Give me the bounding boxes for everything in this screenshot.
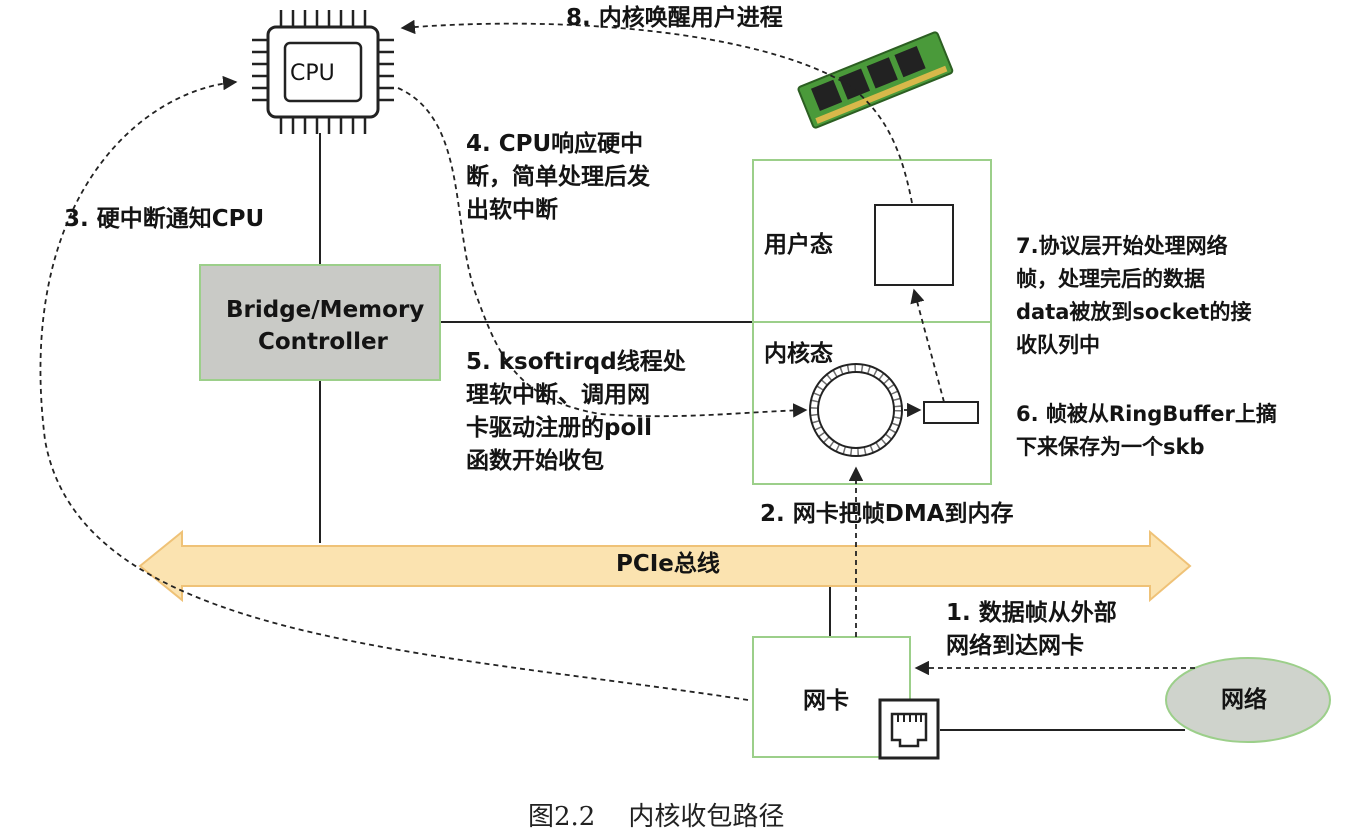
nic-label: 网卡 xyxy=(803,688,849,714)
step3-arrow xyxy=(39,75,749,701)
step2-line1: 2. 网卡把帧DMA到内存 xyxy=(760,501,1014,527)
step5-line1: 5. ksoftirqd线程处 xyxy=(466,349,686,375)
cpu-label: CPU xyxy=(290,61,335,86)
step7-arrow xyxy=(910,288,945,403)
cpu-chip-icon xyxy=(252,10,394,134)
bridge-label-line1: Bridge/Memory xyxy=(226,297,425,323)
step7-line1: 7.协议层开始处理网络 xyxy=(1016,234,1228,258)
network-ellipse xyxy=(1165,657,1331,743)
step6-line1: 6. 帧被从RingBuffer上摘 xyxy=(1016,402,1277,426)
kernel-mode-label: 内核态 xyxy=(764,341,833,367)
user-mode-label: 用户态 xyxy=(764,232,833,258)
pcie-label: PCIe总线 xyxy=(616,551,720,577)
step5-line4: 函数开始收包 xyxy=(466,448,604,474)
step1-line1: 1. 数据帧从外部 xyxy=(946,600,1117,626)
step7-line2: 帧，处理完后的数据 xyxy=(1016,267,1205,291)
network-label: 网络 xyxy=(1221,687,1267,713)
step3-line1: 3. 硬中断通知CPU xyxy=(64,206,265,232)
step7-line3: data被放到socket的接 xyxy=(1016,300,1252,324)
bridge-label-line2: Controller xyxy=(258,329,388,355)
ethernet-port-icon xyxy=(878,698,940,760)
step6-line2: 下来保存为一个skb xyxy=(1016,435,1205,459)
step1-line2: 网络到达网卡 xyxy=(946,633,1084,659)
figure-caption: 图2.2 内核收包路径 xyxy=(528,802,785,832)
bridge-memory-controller-box xyxy=(199,264,441,381)
step8-line1: 8. 内核唤醒用户进程 xyxy=(566,5,783,31)
step4-5-arrow xyxy=(397,87,808,418)
step7-line4: 收队列中 xyxy=(1016,333,1100,357)
step4-line1: 4. CPU响应硬中 xyxy=(466,131,644,157)
step5-line2: 理软中断、调用网 xyxy=(466,382,650,408)
ring-buffer-icon xyxy=(809,363,903,457)
memory-stick-icon xyxy=(797,31,954,129)
step5-line3: 卡驱动注册的poll xyxy=(466,415,653,441)
step4-line3: 出软中断 xyxy=(466,197,558,223)
socket-queue-box xyxy=(874,204,954,286)
step8-arrow xyxy=(400,19,913,204)
skb-box xyxy=(923,401,979,424)
step4-line2: 断，简单处理后发 xyxy=(466,164,650,190)
